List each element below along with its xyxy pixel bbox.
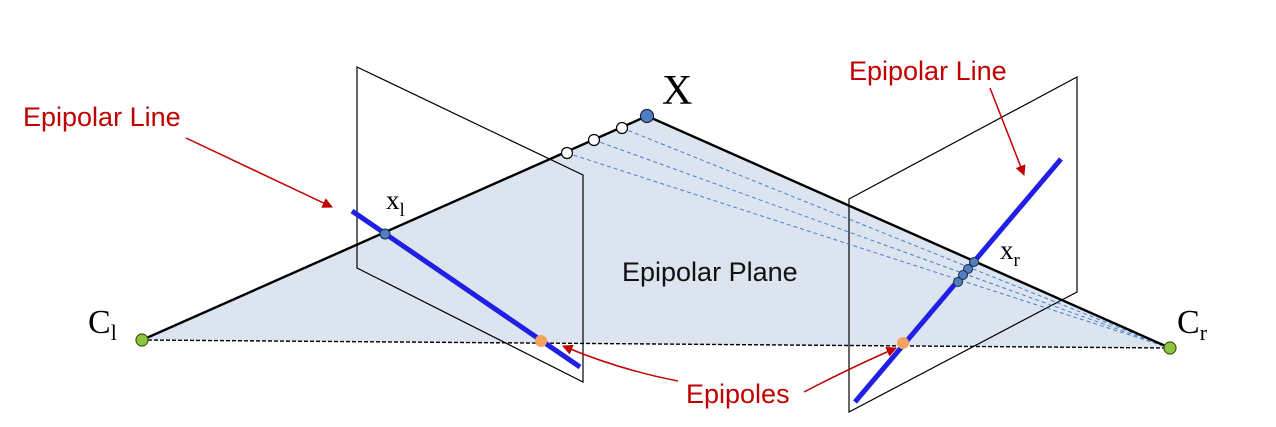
baseline [141, 339, 1171, 349]
point-xl [379, 228, 391, 240]
candidate-points [560, 121, 629, 160]
left-image-plane [356, 66, 584, 383]
annotation-arrows [185, 87, 1026, 393]
label-Cl: Cl [88, 304, 117, 345]
label-xr-main: x [1000, 235, 1014, 265]
camera-center-left [135, 333, 149, 347]
label-Cl-sub: l [111, 320, 117, 345]
label-xr-sub: r [1014, 250, 1021, 271]
right-epipole [897, 337, 909, 349]
label-xl-main: x [386, 185, 400, 215]
epipolar-plane-fill [142, 116, 1170, 348]
label-Cr-sub: r [1200, 320, 1208, 345]
label-X: X [662, 68, 692, 114]
right-projection-points [953, 257, 979, 287]
label-xl-sub: l [400, 200, 405, 221]
label-xl: xl [386, 185, 405, 221]
epipolar-line-right-label: Epipolar Line [849, 56, 1007, 86]
point-X [639, 108, 655, 124]
label-Cl-main: C [88, 304, 111, 341]
ray-x-to-cr [646, 114, 1171, 350]
projection-rays [566, 127, 1171, 349]
camera-center-right [1163, 341, 1177, 355]
epipolar-line-left-label: Epipolar Line [23, 102, 181, 132]
epipoles-label: Epipoles [686, 379, 790, 409]
epipolar-plane-label: Epipolar Plane [622, 257, 798, 287]
left-epipole [535, 335, 547, 347]
label-xr: xr [1000, 235, 1021, 271]
label-Cr: Cr [1177, 304, 1208, 345]
label-Cr-main: C [1177, 304, 1200, 341]
